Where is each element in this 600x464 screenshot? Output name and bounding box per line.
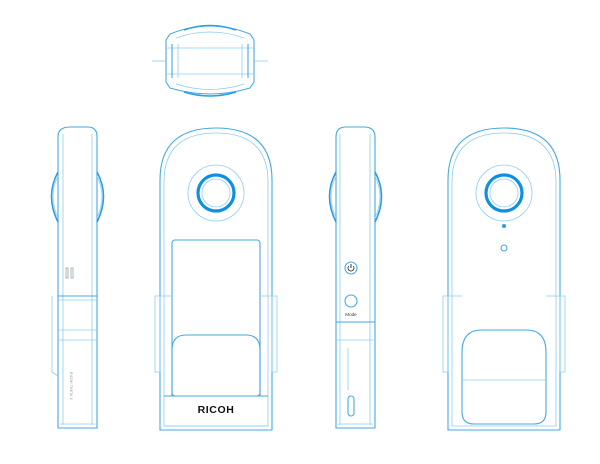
- left-lens-back-icon: [96, 171, 105, 223]
- front-view: RICOH: [154, 127, 278, 431]
- power-button[interactable]: [344, 261, 358, 275]
- mode-label: Mode: [345, 312, 357, 317]
- back-view: [442, 127, 566, 431]
- top-view: [152, 24, 268, 97]
- right-side-view: Mode: [328, 126, 383, 429]
- left-side-view: RICOH THETA X: [50, 126, 105, 429]
- back-lens-icon: [484, 173, 524, 213]
- status-indicator-icon: [502, 224, 506, 228]
- power-icon: [347, 265, 355, 272]
- front-lens-icon: [196, 173, 236, 213]
- model-engraving: RICOH THETA X: [69, 372, 73, 401]
- right-lens-front-icon: [374, 171, 383, 223]
- top-lens-front-icon: [183, 24, 237, 31]
- usb-port: [347, 395, 355, 417]
- brand-logo-text: RICOH: [198, 404, 235, 416]
- microphone-icon: [500, 244, 508, 252]
- left-lens-front-icon: [50, 171, 59, 223]
- top-lens-back-icon: [183, 91, 237, 97]
- right-lens-back-icon: [328, 171, 337, 223]
- mode-button[interactable]: [344, 294, 358, 308]
